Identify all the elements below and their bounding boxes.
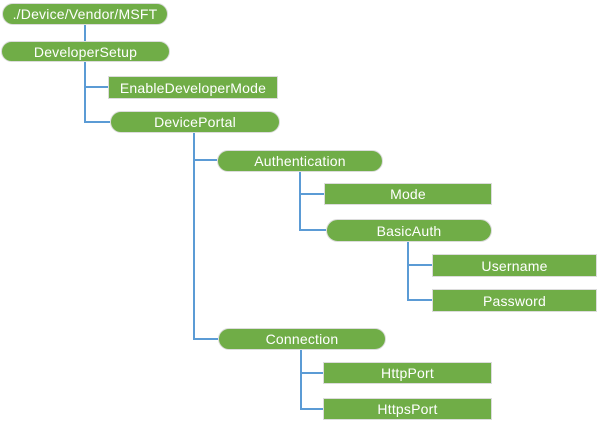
tree-node-device-portal: DevicePortal	[110, 111, 280, 133]
connector-line-horizontal	[300, 229, 326, 231]
connector-line-horizontal	[408, 264, 432, 266]
tree-node-mode: Mode	[324, 183, 492, 205]
tree-node-developer-setup: DeveloperSetup	[1, 41, 170, 62]
connector-line-horizontal	[85, 86, 108, 88]
tree-node-username: Username	[432, 254, 597, 277]
connector-line-horizontal	[301, 372, 323, 374]
connector-line-horizontal	[85, 121, 110, 123]
connector-line-vertical	[299, 172, 301, 231]
connector-line-horizontal	[194, 159, 217, 161]
tree-node-http-port: HttpPort	[323, 362, 492, 384]
tree-node-password: Password	[432, 289, 597, 312]
connector-line-vertical	[84, 25, 86, 41]
connector-line-vertical	[193, 133, 195, 340]
connector-line-vertical	[300, 350, 302, 410]
connector-line-vertical	[84, 62, 86, 123]
tree-node-https-port: HttpsPort	[323, 398, 492, 420]
connector-line-horizontal	[301, 408, 323, 410]
tree-node-basic-auth: BasicAuth	[326, 219, 492, 242]
connector-line-horizontal	[300, 193, 324, 195]
tree-node-authentication: Authentication	[217, 150, 383, 172]
tree-node-enable-developer-mode: EnableDeveloperMode	[108, 76, 278, 99]
tree-node-root: ./Device/Vendor/MSFT	[2, 3, 168, 25]
tree-node-connection: Connection	[218, 328, 386, 350]
connector-line-horizontal	[194, 338, 218, 340]
connector-line-vertical	[407, 242, 409, 301]
connector-line-horizontal	[408, 299, 432, 301]
